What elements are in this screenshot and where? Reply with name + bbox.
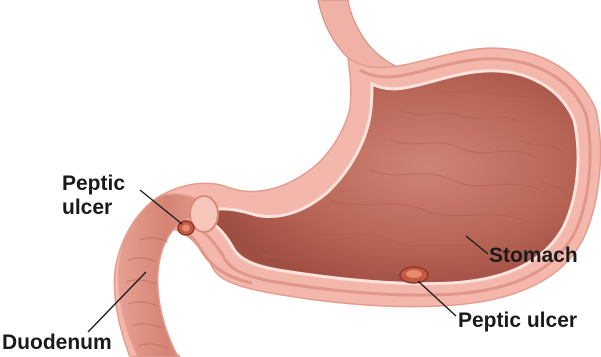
- label-peptic-ulcer-gastric: Peptic ulcer: [458, 309, 577, 333]
- label-duodenum: Duodenum: [2, 331, 112, 355]
- label-peptic-ulcer-duodenal-line2: ulcer: [62, 196, 125, 220]
- label-peptic-ulcer-duodenal: Peptic ulcer: [62, 172, 125, 220]
- peptic-ulcer-gastric: [400, 267, 428, 283]
- label-peptic-ulcer-duodenal-line1: Peptic: [62, 172, 125, 196]
- label-stomach: Stomach: [489, 244, 578, 268]
